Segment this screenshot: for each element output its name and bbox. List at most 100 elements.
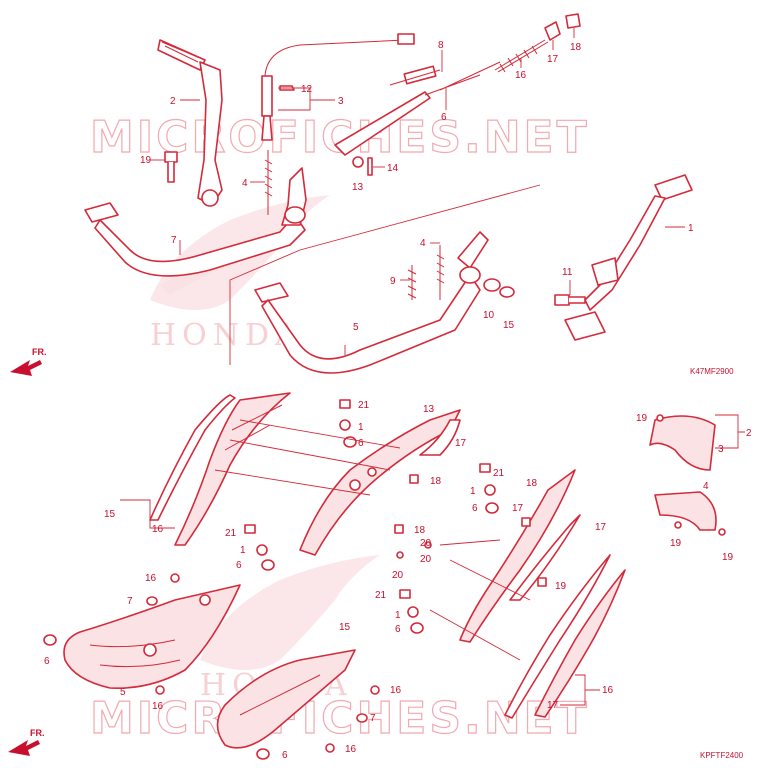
- screw-16-left: [170, 573, 180, 583]
- lower-callouts: 15 16 21 1 6 13 17 18 21 1 6 18 17 17 18…: [44, 400, 752, 761]
- callout-1-upper: 1: [688, 223, 694, 234]
- brake-pedal-left: [84, 167, 307, 277]
- brake-rod-assembly: [334, 13, 581, 156]
- screw-16-right: [370, 685, 380, 695]
- screw-15-right: [325, 743, 335, 753]
- section-divider: [229, 184, 541, 365]
- bolt-19: [164, 151, 178, 183]
- front-direction-arrow-upper: FR.: [10, 347, 47, 376]
- front-direction-arrow-lower: FR.: [8, 728, 45, 756]
- callout-19-c: 19: [722, 552, 734, 563]
- callout-13-lower: 17: [547, 700, 559, 711]
- callout-16-upper: 16: [515, 70, 527, 81]
- washer-13: [352, 156, 364, 168]
- honda-wing-watermark-lower: [200, 555, 380, 670]
- bracket-4: [654, 491, 717, 531]
- screw-15-left: [155, 685, 165, 695]
- upper-callouts: 2 19 12 3 4 7 8 6 16 17 18 13 14 4 9 10 …: [140, 28, 694, 355]
- svg-text:FR.: FR.: [30, 728, 45, 738]
- lower-cover-left-5: [63, 584, 241, 689]
- callout-17-b: 18: [430, 476, 442, 487]
- callout-21-a: 21: [358, 400, 370, 411]
- callout-9-upper: 9: [390, 276, 396, 287]
- watermark-lower: MICROFICHES.NET: [90, 693, 590, 744]
- screw-19-b: [718, 528, 726, 536]
- callout-7-upper: 5: [353, 322, 359, 333]
- callout-6-a: 6: [358, 438, 364, 449]
- callout-3: 3: [338, 96, 344, 107]
- callout-16-b: 16: [390, 685, 402, 696]
- washer-15: [499, 286, 515, 298]
- callout-21-c: 21: [225, 528, 237, 539]
- center-cover-left-8: [299, 409, 461, 556]
- fastener-set-c: [244, 524, 275, 571]
- callout-17-d: 17: [512, 503, 524, 514]
- grommet-7-left: [146, 596, 158, 606]
- callout-17-upper: 17: [547, 54, 559, 65]
- screw-19-a: [674, 521, 682, 529]
- callout-9-lower: 15: [339, 622, 351, 633]
- bolt-12: [554, 294, 586, 306]
- callout-14-upper: 14: [387, 163, 399, 174]
- callout-1-b: 1: [470, 486, 476, 497]
- brake-cable: [261, 33, 415, 141]
- spring-4-upper: [264, 150, 273, 215]
- callout-20-a: 20: [392, 570, 404, 581]
- callout-18-a: 18: [414, 525, 426, 536]
- callout-12-lower: 16: [152, 524, 164, 535]
- callout-19-b: 19: [670, 538, 682, 549]
- callout-2-lower: 2: [746, 428, 752, 439]
- lower-cover-right-9: [216, 649, 356, 749]
- screw-20-a: [396, 551, 404, 559]
- callout-15-a: 16: [152, 701, 164, 712]
- callout-19-a: 19: [636, 413, 648, 424]
- callout-8-upper: 8: [438, 40, 444, 51]
- callout-6-c: 6: [236, 560, 242, 571]
- svg-text:FR.: FR.: [32, 347, 47, 357]
- collar-6-left: [43, 634, 57, 646]
- brake-pedal-right: [564, 174, 693, 341]
- callout-7-lower: 7: [127, 596, 133, 607]
- callout-18-upper: 18: [570, 42, 582, 53]
- diagram-code-lower: KPFTF2400: [700, 751, 744, 760]
- screw-20-b: [424, 541, 432, 549]
- callout-6-d: 6: [395, 624, 401, 635]
- callout-4-mid: 4: [420, 238, 426, 249]
- cotter-pin-14: [367, 157, 373, 176]
- callout-7-b: 7: [370, 713, 376, 724]
- callout-1-d: 1: [395, 610, 401, 621]
- screw-19-c: [656, 414, 664, 422]
- callout-21-b: 21: [493, 468, 505, 479]
- fastener-set-d: [399, 589, 424, 634]
- spring-4-mid: [436, 245, 445, 300]
- callout-15-upper: 15: [503, 320, 515, 331]
- collar-10: [483, 278, 501, 292]
- callout-4-upper: 4: [242, 178, 248, 189]
- callout-6-b: 6: [472, 503, 478, 514]
- callout-6-upper: 7: [171, 235, 177, 246]
- callout-1-a: 1: [358, 422, 364, 433]
- fastener-set-b: [479, 463, 499, 514]
- inner-cover-2: [649, 415, 716, 471]
- callout-20-c: 20: [420, 538, 432, 549]
- collar-6-right: [256, 748, 270, 760]
- callout-10-upper: 10: [483, 310, 495, 321]
- side-cover-right-11: [504, 554, 626, 719]
- center-cover-right-14: [459, 469, 581, 643]
- callout-18-b: 19: [555, 581, 567, 592]
- callout-3-lower: 3: [718, 444, 724, 455]
- callout-16-a: 16: [145, 573, 157, 584]
- callout-6-e: 6: [44, 656, 50, 667]
- spring-9: [407, 265, 417, 300]
- callout-8-lower: 13: [423, 404, 435, 415]
- callout-11: 12: [301, 84, 313, 95]
- assembly-guide-lines: [120, 419, 531, 661]
- clip-17-b: [521, 517, 531, 527]
- diagram-code-upper: K47MF2900: [690, 367, 734, 376]
- grommet-7-right: [356, 713, 368, 723]
- callout-5-lower: 5: [120, 687, 126, 698]
- callout-21-d: 21: [375, 590, 387, 601]
- clip-18-b: [537, 577, 547, 587]
- brake-pedal-center: [254, 231, 489, 374]
